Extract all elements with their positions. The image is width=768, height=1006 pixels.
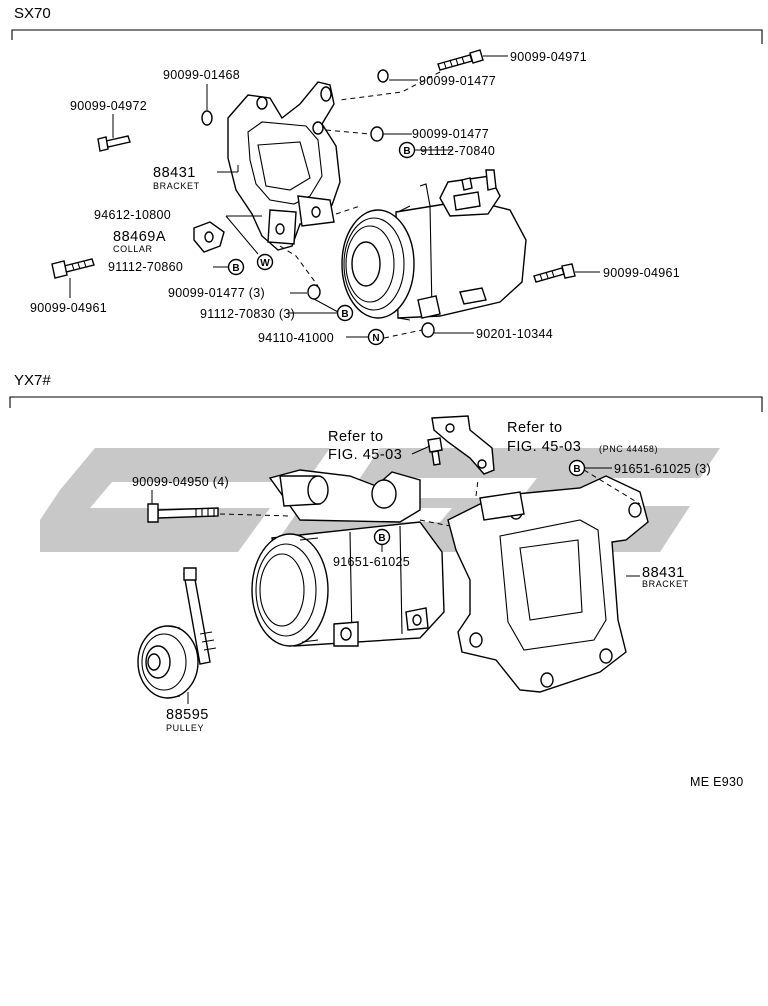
label-90099-01468: 90099-01468 (163, 68, 240, 82)
label-fig-45-03: FIG. 45-03 (328, 447, 402, 463)
bolt-04971-icon (437, 49, 484, 71)
collar-88469a-icon (193, 221, 225, 253)
bolt-04950-icon (147, 503, 219, 523)
label-91112-70860: 91112-70860 (108, 260, 183, 274)
label-90099-01477-3: 90099-01477 (3) (168, 286, 265, 300)
washer-icon (377, 69, 389, 83)
label-91651-61025-3: 91651-61025 (3) (614, 462, 711, 476)
svg-text:B: B (573, 464, 580, 475)
bolt-04961-left-icon (51, 258, 95, 279)
compressor-icon (341, 169, 527, 321)
badge-n: N (367, 328, 385, 346)
label-collar: COLLAR (113, 244, 153, 254)
sx70-drawing (51, 49, 600, 339)
label-bracket: BRACKET (642, 579, 689, 589)
sx70-labels: 90099-04971 90099-01477 90099-01468 9009… (30, 50, 680, 345)
badge-b-91112-70830: B (336, 304, 354, 322)
compressor-yx7-icon (251, 469, 445, 647)
badge-w: W (256, 253, 274, 271)
label-90099-04950-4: 90099-04950 (4) (132, 475, 229, 489)
label-91112-70830-3: 91112-70830 (3) (200, 307, 295, 321)
label-bracket: BRACKET (153, 181, 200, 191)
washer-icon (201, 110, 213, 126)
label-90099-04961: 90099-04961 (603, 266, 680, 280)
watermark-logo (40, 448, 720, 552)
label-90099-04972: 90099-04972 (70, 99, 147, 113)
label-91112-70840: 91112-70840 (420, 144, 495, 158)
label-90099-01477: 90099-01477 (419, 74, 496, 88)
section-code-yx7: YX7# (14, 372, 51, 389)
pulley-88595-icon (137, 567, 217, 699)
label-90099-01477: 90099-01477 (412, 127, 489, 141)
svg-text:B: B (403, 146, 410, 157)
label-pnc-44458: (PNC 44458) (599, 444, 658, 454)
label-90201-10344: 90201-10344 (476, 327, 553, 341)
bracket-88431-yx7-icon (447, 475, 649, 693)
badge-b-91112-70860: B (227, 258, 245, 276)
label-94110-41000: 94110-41000 (258, 331, 334, 345)
label-94612-10800: 94612-10800 (94, 208, 171, 222)
label-88469a: 88469A (113, 229, 166, 245)
label-fig-45-03: FIG. 45-03 (507, 439, 581, 455)
svg-text:B: B (341, 309, 348, 320)
svg-text:B: B (378, 533, 385, 544)
badge-b-91651-61025: B (373, 528, 391, 546)
figure-code: ME E930 (690, 775, 744, 789)
label-90099-04961: 90099-04961 (30, 301, 107, 315)
label-90099-04971: 90099-04971 (510, 50, 587, 64)
section-yx7: YX7# (9, 372, 763, 412)
svg-text:W: W (260, 258, 270, 269)
badge-b-91651-61025-3: B (568, 459, 586, 477)
svg-text:B: B (232, 263, 239, 274)
bolt-04961-right-icon (533, 263, 576, 283)
label-pulley: PULLEY (166, 723, 204, 733)
section-code-sx70: SX70 (14, 5, 51, 22)
bracket-88431-icon (227, 81, 341, 251)
nut-icon (421, 322, 435, 338)
label-88431: 88431 (642, 565, 685, 581)
mounting-plate-icon (431, 415, 495, 475)
yx7-drawing (137, 415, 649, 704)
bolt-04972-icon (97, 135, 131, 152)
bolt-icon (427, 437, 443, 466)
washer-icon (307, 284, 321, 300)
washer-icon (370, 126, 384, 142)
label-88431: 88431 (153, 165, 196, 181)
label-88595: 88595 (166, 707, 209, 723)
label-91651-61025: 91651-61025 (333, 555, 410, 569)
section-sx70: SX70 (11, 5, 763, 44)
label-refer-to: Refer to (328, 429, 384, 445)
label-refer-to: Refer to (507, 420, 563, 436)
svg-text:N: N (372, 333, 379, 344)
yx7-labels: Refer to FIG. 45-03 Refer to FIG. 45-03 … (132, 420, 711, 733)
badge-b-91112-70840: B (398, 141, 416, 159)
